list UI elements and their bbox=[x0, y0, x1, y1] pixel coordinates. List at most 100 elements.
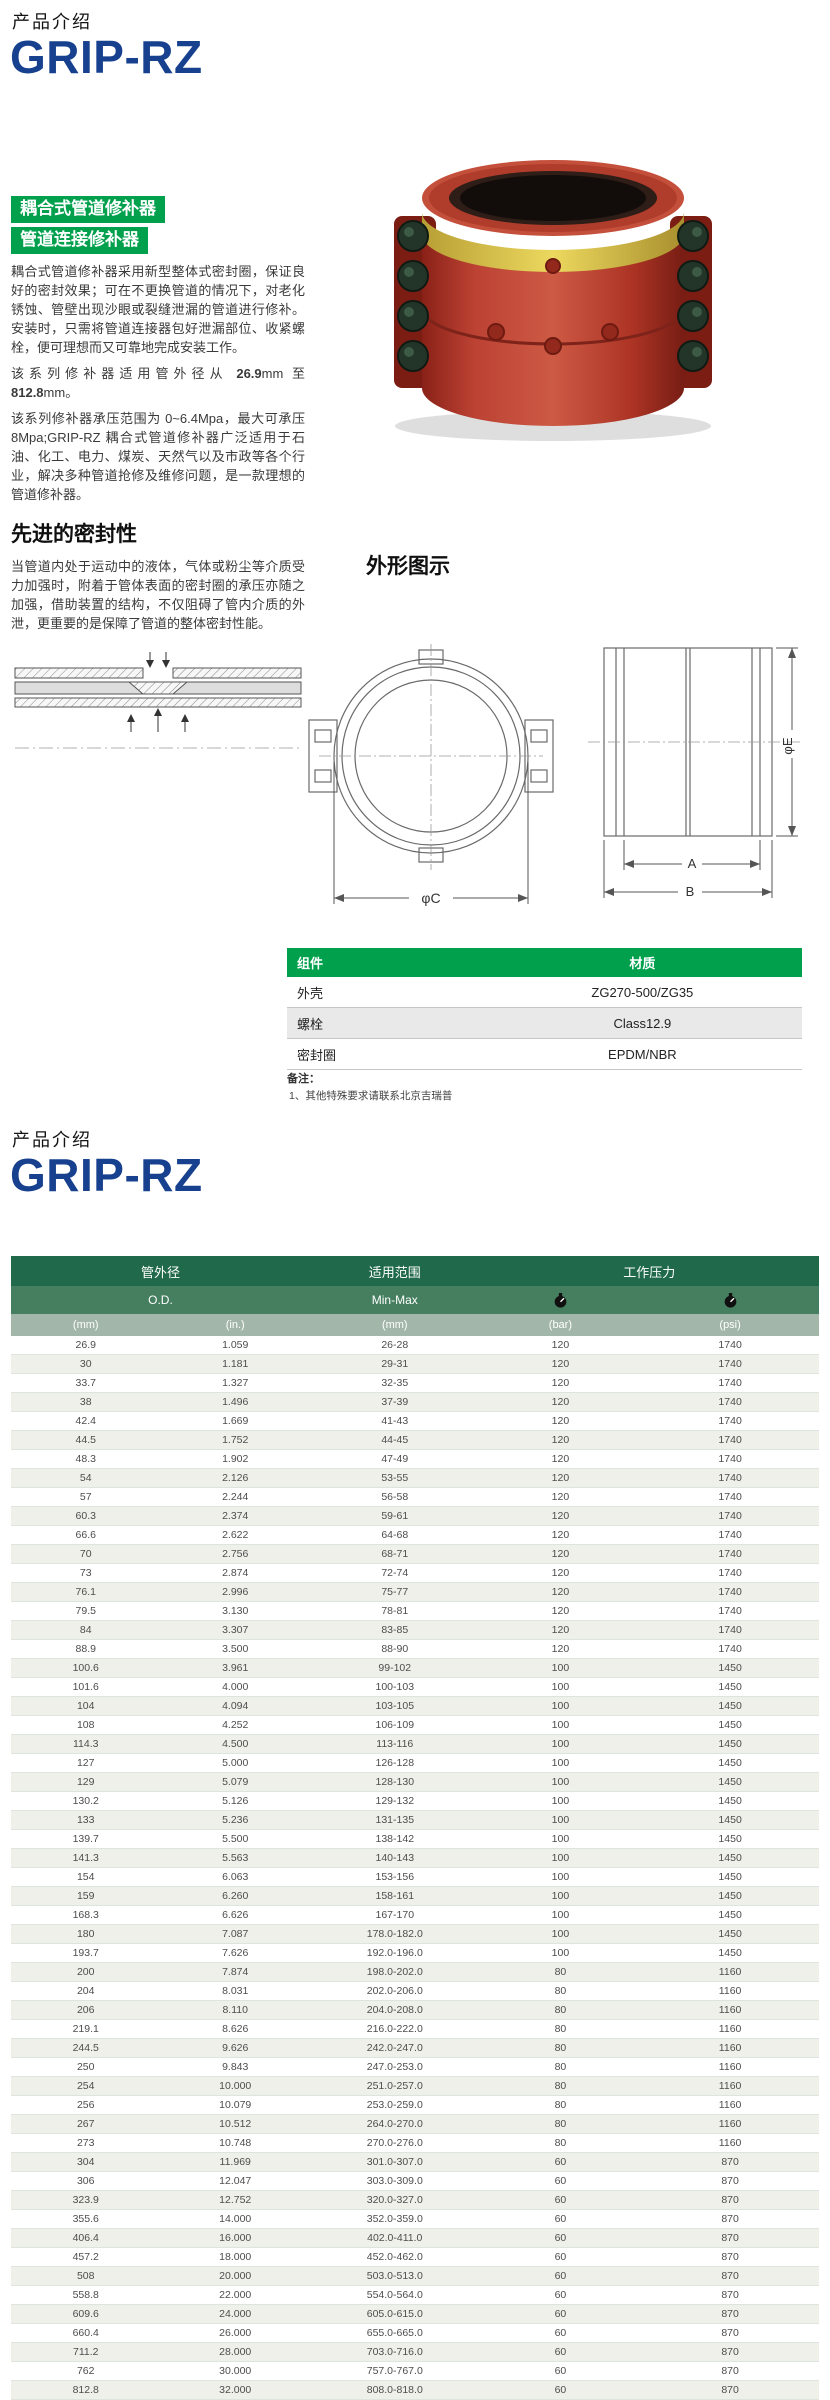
spec-cell: 1740 bbox=[641, 1620, 819, 1640]
spec-cell: 3.961 bbox=[160, 1658, 310, 1678]
spec-cell: 1450 bbox=[641, 1886, 819, 1906]
spec-units-header-row: (mm) (in.) (mm) (bar) (psi) bbox=[11, 1314, 819, 1336]
spec-cell: 1450 bbox=[641, 1677, 819, 1697]
spec-cell: 120 bbox=[479, 1411, 642, 1431]
spec-cell: 120 bbox=[479, 1506, 642, 1526]
spec-cell: 3.130 bbox=[160, 1601, 310, 1621]
spec-cell: 452.0-462.0 bbox=[309, 2247, 480, 2267]
spec-cell: 167-170 bbox=[309, 1905, 480, 1925]
spec-cell: 1.496 bbox=[160, 1392, 310, 1412]
spec-cell: 270.0-276.0 bbox=[309, 2133, 480, 2153]
spec-cell: 1.902 bbox=[160, 1449, 310, 1469]
product-taglines: 耦合式管道修补器 管道连接修补器 bbox=[11, 196, 165, 258]
spec-header-range-group: 适用范围 bbox=[309, 1256, 480, 1286]
spec-cell: 120 bbox=[479, 1373, 642, 1393]
spec-cell: 2.874 bbox=[160, 1563, 310, 1583]
spec-cell: 193.7 bbox=[11, 1943, 161, 1963]
materials-header-row: 组件 材质 bbox=[287, 948, 802, 977]
spec-cell: 120 bbox=[479, 1449, 642, 1469]
spec-cell: 870 bbox=[641, 2342, 819, 2362]
spec-unit-psi: (psi) bbox=[641, 1314, 819, 1336]
spec-cell: 1740 bbox=[641, 1563, 819, 1583]
spec-cell: 1740 bbox=[641, 1487, 819, 1507]
pressure-gauge-icon bbox=[554, 1292, 567, 1308]
spec-cell: 130.2 bbox=[11, 1791, 161, 1811]
materials-cell: ZG270-500/ZG35 bbox=[482, 977, 802, 1008]
spec-cell: 1740 bbox=[641, 1639, 819, 1659]
spec-cell: 16.000 bbox=[160, 2228, 310, 2248]
spec-cell: 100 bbox=[479, 1791, 642, 1811]
spec-cell: 26.9 bbox=[11, 1336, 161, 1355]
spec-cell: 127 bbox=[11, 1753, 161, 1773]
spec-cell: 84 bbox=[11, 1620, 161, 1640]
spec-cell: 100 bbox=[479, 1867, 642, 1887]
spec-cell: 9.843 bbox=[160, 2057, 310, 2077]
spec-cell: 1740 bbox=[641, 1430, 819, 1450]
spec-cell: 5.563 bbox=[160, 1848, 310, 1868]
spec-cell: 100-103 bbox=[309, 1677, 480, 1697]
page2-kicker: 产品介绍 bbox=[12, 1130, 92, 1150]
spec-cell: 1450 bbox=[641, 1734, 819, 1754]
spec-cell: 242.0-247.0 bbox=[309, 2038, 480, 2058]
spec-cell: 3.307 bbox=[160, 1620, 310, 1640]
spec-cell: 60 bbox=[479, 2285, 642, 2305]
spec-cell: 250 bbox=[11, 2057, 161, 2077]
spec-cell: 114.3 bbox=[11, 1734, 161, 1754]
spec-cell: 1450 bbox=[641, 1829, 819, 1849]
spec-cell: 870 bbox=[641, 2304, 819, 2324]
outline-front-view-drawing: φC bbox=[308, 644, 554, 906]
spec-cell: 168.3 bbox=[11, 1905, 161, 1925]
bolt-cluster-left bbox=[397, 220, 429, 372]
materials-cell: Class12.9 bbox=[482, 1007, 802, 1039]
spec-cell: 54 bbox=[11, 1468, 161, 1488]
spec-cell: 655.0-665.0 bbox=[309, 2323, 480, 2343]
spec-cell: 1740 bbox=[641, 1582, 819, 1602]
spec-cell: 131-135 bbox=[309, 1810, 480, 1830]
dim-label-phiE: φE bbox=[780, 737, 795, 754]
spec-cell: 100 bbox=[479, 1753, 642, 1773]
spec-cell: 158-161 bbox=[309, 1886, 480, 1906]
pressure-gauge-icon bbox=[724, 1292, 736, 1308]
spec-cell: 1160 bbox=[641, 2095, 819, 2115]
spec-cell: 1450 bbox=[641, 1715, 819, 1735]
spec-cell: 70 bbox=[11, 1544, 161, 1564]
spec-cell: 99-102 bbox=[309, 1658, 480, 1678]
spec-cell: 60 bbox=[479, 2209, 642, 2229]
spec-cell: 870 bbox=[641, 2361, 819, 2381]
spec-cell: 254 bbox=[11, 2076, 161, 2096]
spec-cell: 18.000 bbox=[160, 2247, 310, 2267]
spec-cell: 141.3 bbox=[11, 1848, 161, 1868]
spec-cell: 5.079 bbox=[160, 1772, 310, 1792]
spec-cell: 870 bbox=[641, 2171, 819, 2191]
spec-cell: 128-130 bbox=[309, 1772, 480, 1792]
spec-cell: 22.000 bbox=[160, 2285, 310, 2305]
spec-cell: 2.622 bbox=[160, 1525, 310, 1545]
spec-cell: 1.059 bbox=[160, 1336, 310, 1355]
spec-cell: 247.0-253.0 bbox=[309, 2057, 480, 2077]
spec-cell: 2.374 bbox=[160, 1506, 310, 1526]
spec-cell: 180 bbox=[11, 1924, 161, 1944]
spec-cell: 38 bbox=[11, 1392, 161, 1412]
spec-cell: 64-68 bbox=[309, 1525, 480, 1545]
spec-unit-bar: (bar) bbox=[479, 1314, 642, 1336]
spec-unit-in: (in.) bbox=[160, 1314, 310, 1336]
